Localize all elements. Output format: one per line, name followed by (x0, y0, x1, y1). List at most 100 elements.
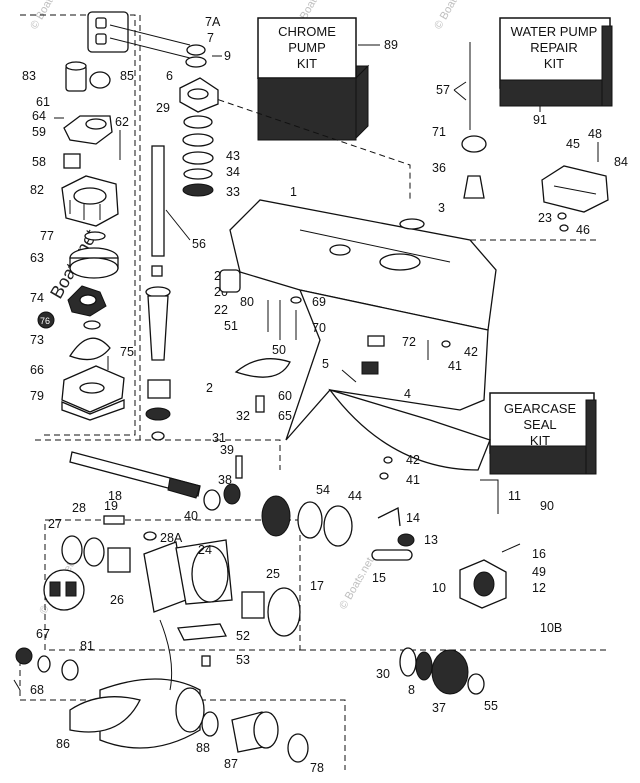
callout-41: 41 (448, 359, 462, 373)
callout-6: 6 (166, 69, 173, 83)
callout-76: 76 (40, 316, 50, 326)
callout-31: 31 (212, 431, 226, 445)
callout-51: 51 (224, 319, 238, 333)
callout-77: 77 (40, 229, 54, 243)
callout-89: 89 (384, 38, 398, 52)
callout-43: 43 (226, 149, 240, 163)
callout-55: 55 (484, 699, 498, 713)
callout-59: 59 (32, 125, 46, 139)
callout-90: 90 (540, 499, 554, 513)
seal-58 (63, 153, 81, 169)
callout-64: 64 (32, 109, 46, 123)
callout-66: 66 (30, 363, 44, 377)
callout-34: 34 (226, 165, 240, 179)
callout-13: 13 (424, 533, 438, 547)
callout-44: 44 (348, 489, 362, 503)
callout-72: 72 (402, 335, 416, 349)
gasket-73 (69, 337, 111, 361)
housing-45 (541, 165, 609, 213)
grommet-71 (461, 135, 487, 153)
gearcase-seal-kit-line3: KIT (530, 433, 550, 448)
callout-84: 84 (614, 155, 628, 169)
gearcase-seal-kit-line2: SEAL (523, 417, 556, 432)
chrome-pump-kit-line1: CHROME (278, 24, 336, 39)
propeller-86 (69, 619, 205, 749)
pinion-22 (145, 286, 171, 361)
grommet-7a (186, 44, 206, 56)
callout-91: 91 (533, 113, 547, 127)
callout-12: 12 (532, 581, 546, 595)
callout-14: 14 (406, 511, 420, 525)
callout-32: 32 (236, 409, 250, 423)
callout-40: 40 (184, 509, 198, 523)
thrust-hub-87 (231, 711, 279, 753)
watermark-corner: © Boats.net (28, 0, 67, 31)
callout-10: 10 (432, 581, 446, 595)
key-76 (37, 311, 55, 329)
callout-74: 74 (30, 291, 44, 305)
callout-39: 39 (220, 443, 234, 457)
callout-49: 49 (532, 565, 546, 579)
callout-61: 61 (36, 95, 50, 109)
callout-81: 81 (80, 639, 94, 653)
callout-58: 58 (32, 155, 46, 169)
callout-36: 36 (432, 161, 446, 175)
pump-plate-59 (63, 115, 113, 145)
bearing-2 (147, 379, 171, 399)
callout-85: 85 (120, 69, 134, 83)
callout-4: 4 (404, 387, 411, 401)
callout-63: 63 (30, 251, 44, 265)
gearcase-housing-1 (229, 199, 497, 471)
bearing-carrier-24 (143, 539, 233, 613)
callout-9: 9 (224, 49, 231, 63)
callout-29: 29 (156, 101, 170, 115)
water-pump-kit-line3: KIT (544, 56, 564, 71)
trim-tab-60 (234, 358, 291, 378)
gearcase-seal-kit-box: GEARCASE SEAL KIT (489, 392, 597, 475)
callout-68: 68 (30, 683, 44, 697)
callout-42b: 42 (406, 453, 420, 467)
bracket-part (87, 11, 191, 59)
callout-56: 56 (192, 237, 206, 251)
callout-54: 54 (316, 483, 330, 497)
plate-66 (61, 365, 125, 413)
callout-8: 8 (408, 683, 415, 697)
callout-2: 2 (206, 381, 213, 395)
callout-70: 70 (312, 321, 326, 335)
chrome-pump-kit-line2: PUMP (288, 40, 326, 55)
callout-57: 57 (436, 83, 450, 97)
seal-tool-inset (43, 569, 85, 611)
callout-19: 19 (104, 499, 118, 513)
callout-7a: 7A (205, 15, 221, 29)
gear-reverse (261, 495, 291, 537)
impeller-housing-82 (61, 175, 119, 227)
callout-65: 65 (278, 409, 292, 423)
watermark-corner: © Boats.net (432, 0, 471, 31)
callout-62: 62 (115, 115, 129, 129)
anode-51 (219, 269, 241, 293)
callout-45: 45 (566, 137, 580, 151)
callout-82: 82 (30, 183, 44, 197)
callout-27: 27 (48, 517, 62, 531)
callout-88: 88 (196, 741, 210, 755)
callout-46: 46 (576, 223, 590, 237)
o-ring-17 (267, 587, 301, 637)
seal-29 (183, 115, 213, 129)
callout-75: 75 (120, 345, 134, 359)
bearing-25 (241, 591, 265, 619)
callout-10b: 10B (540, 621, 562, 635)
bearing-33 (182, 183, 214, 197)
callout-3: 3 (438, 201, 445, 215)
callout-1: 1 (290, 185, 297, 199)
callout-28: 28 (72, 501, 86, 515)
tube-36 (463, 175, 485, 199)
callout-80: 80 (240, 295, 254, 309)
shift-housing-10 (459, 559, 507, 609)
impeller-63 (69, 247, 119, 279)
chrome-pump-kit-box: CHROME PUMP KIT (256, 17, 370, 141)
water-pump-kit-line2: REPAIR (530, 40, 577, 55)
gasket-79 (61, 399, 125, 421)
impeller-74 (67, 285, 107, 317)
callout-41b: 41 (406, 473, 420, 487)
callout-37: 37 (432, 701, 446, 715)
